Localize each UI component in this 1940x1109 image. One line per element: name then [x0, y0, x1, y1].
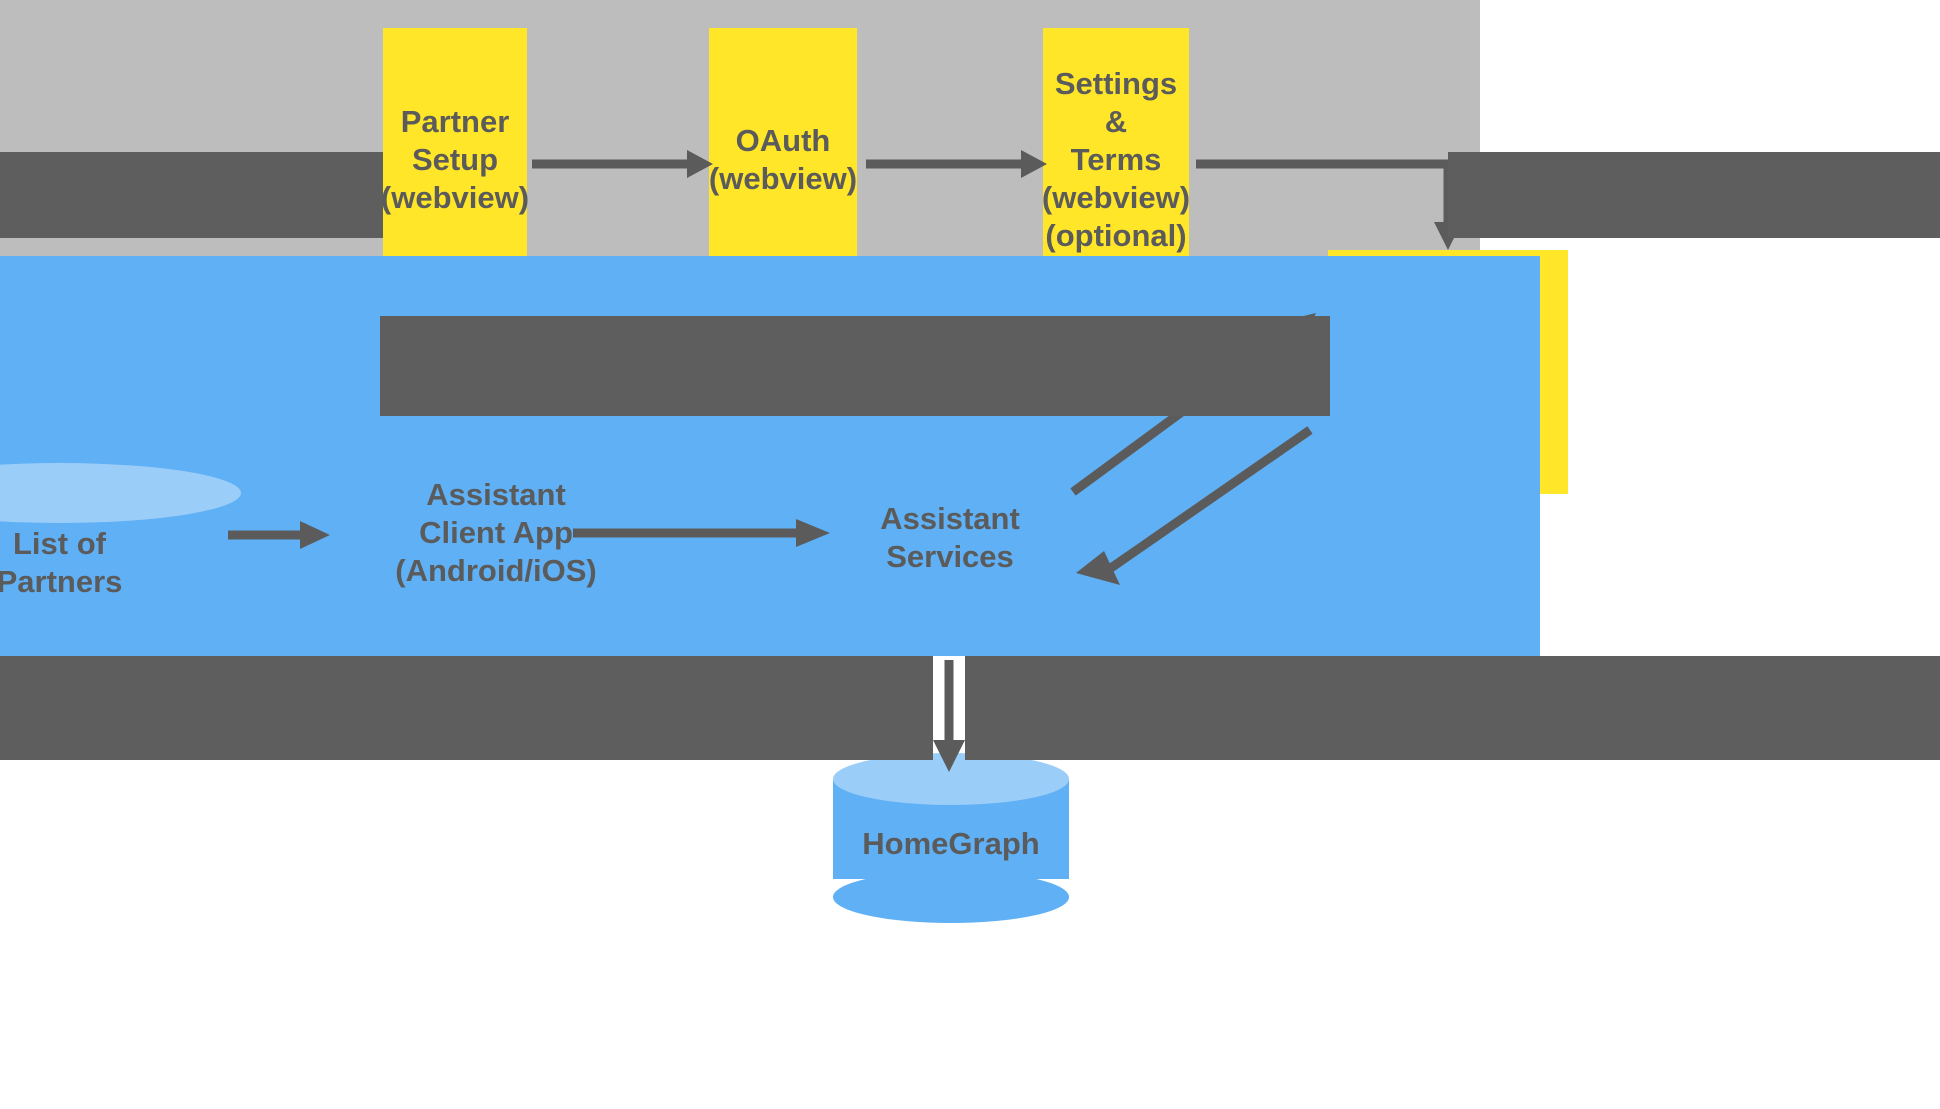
arrow-assistant-client-to-assistant-services — [573, 519, 830, 547]
capture-band-top — [0, 152, 1940, 238]
cylinder-bottom-ellipse — [833, 871, 1069, 923]
arrow-list-of-partners-to-assistant-client — [228, 521, 330, 549]
node-homegraph — [833, 753, 1069, 923]
arrow-partner-cloud-to-assistant-services — [1076, 426, 1313, 585]
node-assistant-services-label: Assistant Services — [880, 501, 1020, 574]
capture-band-middle — [0, 316, 1940, 416]
node-list-of-partners: List of Partners — [0, 463, 241, 613]
node-assistant-client-app-label: Assistant Client App (Android/iOS) — [395, 477, 597, 588]
node-list-of-partners-label: List of Partners — [0, 526, 123, 599]
capture-band-bottom — [0, 656, 1940, 760]
node-homegraph-label: HomeGraph — [862, 826, 1040, 861]
